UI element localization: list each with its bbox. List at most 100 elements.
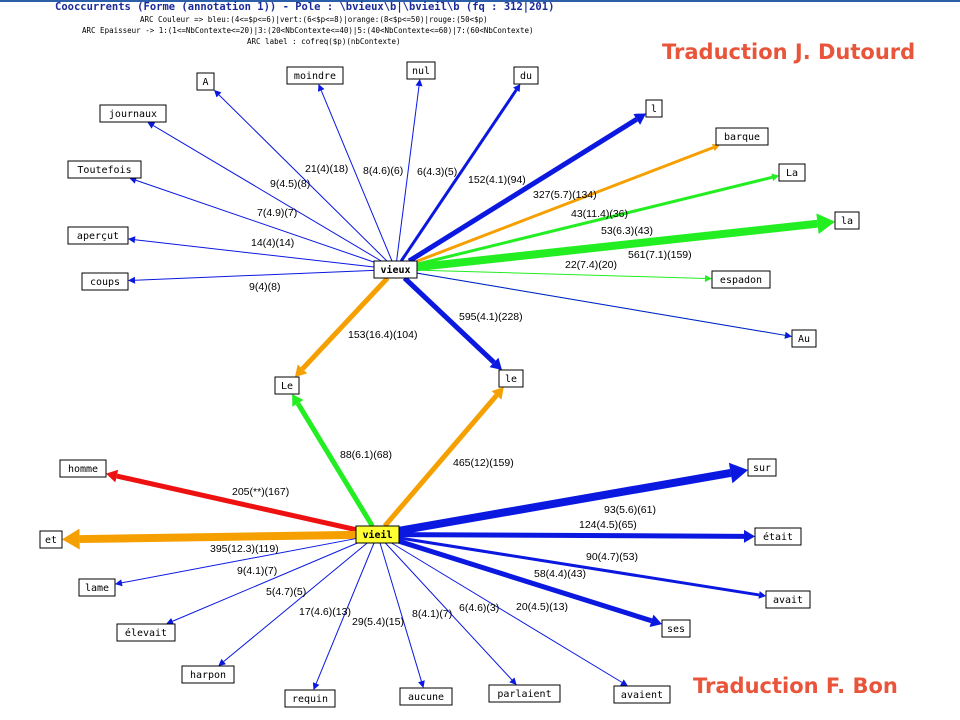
edge-label-vieux-espadon: 561(7.1)(159) (628, 249, 692, 261)
arrowhead-vieux-A (214, 89, 222, 98)
node-label-apercut: aperçut (77, 231, 119, 242)
arrowhead-vieux-moindre (317, 84, 325, 92)
edge-vieil-avait (398, 536, 760, 597)
node-label-aucune: aucune (408, 692, 444, 703)
arrowhead-vieil-et (62, 528, 80, 550)
node-Le[interactable]: Le (274, 376, 300, 395)
node-label-homme: homme (68, 464, 98, 475)
arrowhead-vieux-la (816, 213, 835, 235)
node-ses[interactable]: ses (661, 619, 691, 638)
node-box-homme (59, 459, 107, 478)
node-label-du: du (520, 71, 532, 82)
node-elevait[interactable]: élevait (116, 623, 176, 642)
edge-label-vieil-harpon: 17(4.6)(13) (299, 606, 351, 618)
edge-label-vieil-parlaient: 6(4.6)(3) (459, 602, 499, 614)
edge-label-vieil-avaient: 20(4.5)(13) (516, 601, 568, 613)
edge-label-vieux-A: 9(4.5)(8) (270, 178, 310, 190)
edge-label-vieil-aucune: 8(4.1)(7) (412, 608, 452, 620)
node-box-elevait (116, 623, 176, 642)
node-et[interactable]: et (39, 530, 63, 549)
node-Au[interactable]: Au (791, 329, 817, 348)
node-label-requin: requin (292, 694, 328, 705)
node-barque[interactable]: barque (715, 127, 769, 146)
node-requin[interactable]: requin (284, 689, 336, 708)
node-nul[interactable]: nul (406, 61, 436, 80)
edge-label-vieux-apercut: 14(4)(14) (251, 237, 294, 249)
node-vieil[interactable]: vieil (355, 525, 400, 544)
arrowhead-vieux-l (633, 113, 646, 125)
arrowhead-vieil-homme (106, 469, 119, 483)
node-coups[interactable]: coups (81, 272, 129, 291)
edge-label-vieux-coups: 9(4)(8) (249, 281, 281, 293)
arrowhead-vieil-harpon (218, 658, 226, 666)
edge-label-vieux-l: 152(4.1)(94) (468, 174, 526, 186)
node-moindre[interactable]: moindre (286, 66, 344, 85)
node-homme[interactable]: homme (59, 459, 107, 478)
node-la[interactable]: la (834, 211, 860, 230)
node-box-ses (661, 619, 691, 638)
node-espadon[interactable]: espadon (711, 270, 771, 289)
edge-vieux-du (399, 88, 518, 262)
edge-vieil-aucune (379, 542, 422, 682)
node-box-aucune (399, 687, 453, 706)
node-label-journaux: journaux (109, 109, 157, 120)
arrowhead-vieux-apercut (128, 236, 136, 244)
node-avait[interactable]: avait (765, 590, 811, 609)
node-journaux[interactable]: journaux (99, 104, 167, 123)
node-harpon[interactable]: harpon (181, 665, 235, 684)
node-l[interactable]: l (645, 99, 663, 118)
node-label-ses: ses (667, 624, 685, 635)
edge-label-vieux-le: 595(4.1)(228) (459, 311, 523, 323)
arrowhead-vieil-sur (728, 462, 748, 484)
node-box-journaux (99, 104, 167, 123)
node-etait[interactable]: était (754, 527, 802, 546)
window-top-border (0, 0, 960, 2)
node-box-l (645, 99, 663, 118)
node-label-parlaient: parlaient (497, 689, 551, 700)
edge-vieil-lame (121, 538, 357, 584)
arrowhead-vieil-Le (292, 394, 304, 407)
node-box-apercut (67, 226, 129, 245)
edge-vieux-la (416, 219, 818, 272)
node-box-avait (765, 590, 811, 609)
node-label-et: et (45, 535, 57, 546)
node-aucune[interactable]: aucune (399, 687, 453, 706)
node-lame[interactable]: lame (78, 578, 116, 597)
node-A[interactable]: A (196, 72, 215, 91)
node-du[interactable]: du (513, 66, 539, 85)
node-label-Le: Le (281, 381, 293, 392)
node-Toutefois[interactable]: Toutefois (67, 160, 142, 179)
node-box-requin (284, 689, 336, 708)
node-avaient[interactable]: avaient (613, 685, 671, 704)
node-label-espadon: espadon (720, 275, 762, 286)
node-box-sur (747, 458, 777, 477)
edge-label-vieux-la: 53(6.3)(43) (601, 225, 653, 237)
node-le[interactable]: le (498, 369, 524, 388)
node-box-du (513, 66, 539, 85)
node-box-La (778, 163, 806, 182)
node-parlaient[interactable]: parlaient (488, 684, 561, 703)
node-label-elevait: élevait (125, 627, 167, 639)
node-box-et (39, 530, 63, 549)
edge-label-vieux-du: 6(4.3)(5) (417, 166, 457, 178)
edge-label-vieux-nul: 8(4.6)(6) (363, 165, 403, 177)
edge-vieil-ses (398, 538, 653, 624)
node-box-barque (715, 127, 769, 146)
arrowhead-vieux-nul (415, 79, 423, 87)
edges-layer (62, 79, 835, 690)
arrowhead-vieil-aucune (418, 680, 425, 688)
node-box-Toutefois (67, 160, 142, 179)
node-box-etait (754, 527, 802, 546)
node-vieux[interactable]: vieux (373, 260, 418, 279)
edge-labels-layer: 9(4.5)(8)21(4)(18)8(4.6)(6)6(4.3)(5)152(… (210, 163, 692, 628)
node-sur[interactable]: sur (747, 458, 777, 477)
arrowhead-vieux-coups (128, 276, 136, 284)
node-label-barque: barque (724, 132, 760, 143)
edge-vieux-A (218, 94, 388, 262)
node-apercut[interactable]: aperçut (67, 226, 129, 245)
node-label-avait: avait (773, 595, 803, 606)
arrowhead-vieux-Le (294, 364, 308, 377)
node-La[interactable]: La (778, 163, 806, 182)
arrowhead-vieux-le (489, 357, 502, 370)
arrowhead-vieux-La (771, 173, 779, 182)
